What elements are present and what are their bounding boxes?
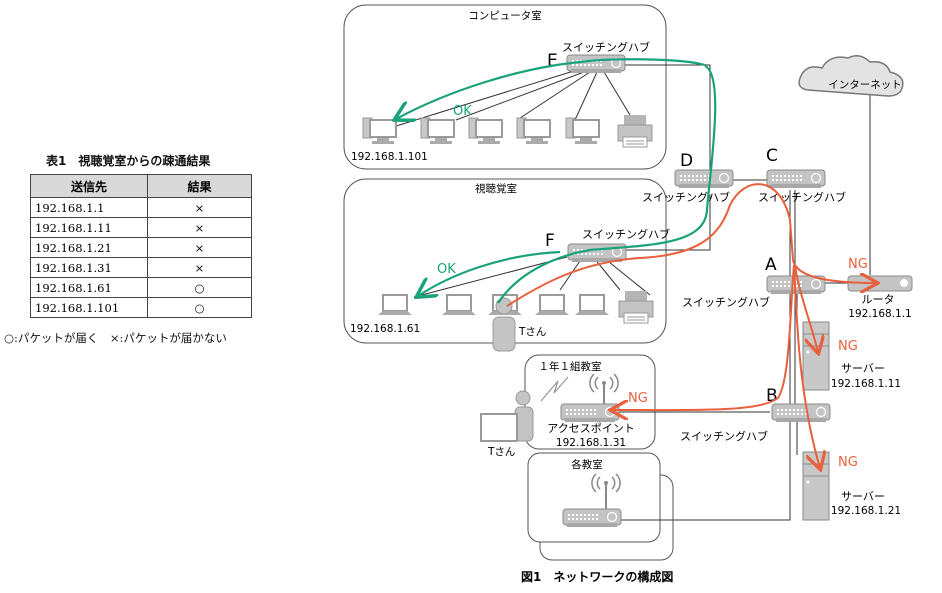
pc-av-room-ip: 192.168.1.61 bbox=[350, 323, 420, 335]
switch-d-label: スイッチングハブ bbox=[642, 190, 730, 204]
switch-c bbox=[766, 169, 826, 189]
person-av-label: Tさん bbox=[518, 326, 546, 338]
person-icon bbox=[492, 297, 516, 352]
access-point-icon bbox=[562, 508, 622, 528]
ng-paths bbox=[506, 183, 876, 468]
figure-caption: 図1 ネットワークの構成図 bbox=[521, 570, 674, 584]
table-row: 192.168.1.1× bbox=[30, 197, 252, 218]
server1-ip: 192.168.1.11 bbox=[831, 378, 901, 390]
hub-letter-d: D bbox=[680, 151, 693, 171]
switch-b bbox=[771, 403, 831, 423]
internet-cloud bbox=[798, 55, 904, 97]
server1-label: サーバー bbox=[841, 362, 885, 375]
results-table: 送信先 結果 192.168.1.1× 192.168.1.11× 192.16… bbox=[30, 174, 252, 318]
table-row: 192.168.1.21× bbox=[30, 237, 252, 258]
cables bbox=[392, 64, 871, 521]
router-ip: 192.168.1.1 bbox=[848, 308, 911, 320]
laptop-icon bbox=[574, 294, 610, 316]
pc-icon bbox=[468, 117, 503, 145]
table-row: 192.168.1.31× bbox=[30, 257, 252, 278]
status-ok: OK bbox=[453, 104, 472, 119]
person-classroom-label: Tさん bbox=[487, 446, 515, 458]
pc-computer-room-ip: 192.168.1.101 bbox=[351, 151, 428, 163]
table-legend: ○:パケットが届く ×:パケットが届かない bbox=[4, 331, 227, 345]
wireless-signal-icon bbox=[540, 376, 569, 402]
printer-icon bbox=[618, 290, 654, 324]
switch-a-label: スイッチングハブ bbox=[682, 295, 770, 309]
room-computer bbox=[343, 4, 667, 170]
laptop-icon bbox=[534, 294, 570, 316]
hub-letter-a: A bbox=[765, 255, 777, 275]
cell-result: ○ bbox=[147, 297, 252, 318]
switch-f-label: スイッチングハブ bbox=[582, 227, 670, 241]
access-point-icon bbox=[560, 403, 620, 423]
status-ng: NG bbox=[838, 455, 858, 470]
switch-c-label: スイッチングハブ bbox=[758, 190, 846, 204]
server2-ip: 192.168.1.21 bbox=[831, 505, 901, 517]
laptop-icon bbox=[377, 294, 413, 316]
cell-address: 192.168.1.31 bbox=[30, 257, 148, 278]
switch-e-label: スイッチングハブ bbox=[562, 40, 650, 54]
header-result: 結果 bbox=[147, 174, 252, 198]
pc-icon bbox=[516, 117, 551, 145]
pc-icon bbox=[565, 117, 600, 145]
hub-letter-f: F bbox=[545, 231, 555, 251]
cell-address: 192.168.1.11 bbox=[30, 217, 148, 238]
cell-address: 192.168.1.61 bbox=[30, 277, 148, 298]
internet-label: インターネット bbox=[828, 79, 902, 91]
laptop-icon bbox=[441, 294, 477, 316]
server-icon bbox=[802, 451, 830, 521]
table-title: 表1 視聴覚室からの疎通結果 bbox=[46, 154, 211, 168]
cell-address: 192.168.1.101 bbox=[30, 297, 148, 318]
switch-e bbox=[566, 54, 626, 74]
table-header-row: 送信先 結果 bbox=[30, 174, 252, 198]
room-computer-label: コンピュータ室 bbox=[468, 9, 542, 22]
hub-letter-b: B bbox=[766, 386, 778, 406]
router-label: ルータ bbox=[862, 293, 895, 306]
room-av-label: 視聴覚室 bbox=[475, 182, 517, 195]
table-row: 192.168.1.101○ bbox=[30, 297, 252, 318]
hub-letter-c: C bbox=[766, 146, 778, 166]
hub-letter-e: E bbox=[547, 51, 558, 71]
ok-paths bbox=[396, 58, 717, 304]
cell-address: 192.168.1.21 bbox=[30, 237, 148, 258]
room-each-classroom-label: 各教室 bbox=[571, 458, 603, 471]
table-row: 192.168.1.61○ bbox=[30, 277, 252, 298]
pc-icon bbox=[420, 117, 455, 145]
server-icon bbox=[802, 321, 830, 391]
header-destination: 送信先 bbox=[30, 174, 148, 198]
pc-icon bbox=[362, 117, 397, 145]
status-ok: OK bbox=[437, 262, 456, 277]
switch-d bbox=[674, 169, 734, 189]
access-point-ip: 192.168.1.31 bbox=[556, 437, 626, 449]
printer-icon bbox=[617, 114, 653, 148]
status-ng: NG bbox=[848, 257, 868, 272]
server2-label: サーバー bbox=[841, 490, 885, 503]
access-point-label: アクセスポイント bbox=[547, 422, 634, 435]
status-ng: NG bbox=[628, 391, 648, 406]
room-class-1-1-label: １年１組教室 bbox=[539, 360, 602, 373]
status-ng: NG bbox=[838, 339, 858, 354]
switch-b-label: スイッチングハブ bbox=[680, 429, 768, 443]
person-icon bbox=[480, 390, 534, 442]
